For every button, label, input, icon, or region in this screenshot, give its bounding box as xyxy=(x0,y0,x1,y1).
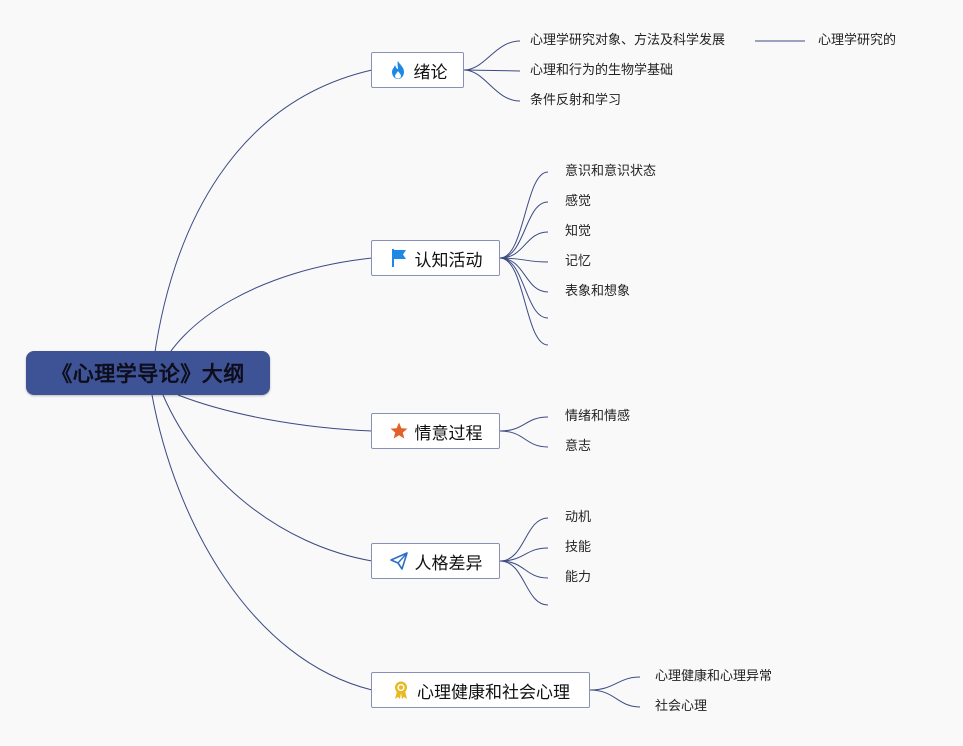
connector-b2-c5 xyxy=(499,257,549,293)
award-ribbon-icon xyxy=(391,680,411,700)
branch-label: 人格差异 xyxy=(414,553,483,574)
connector-b3-c2 xyxy=(499,430,549,448)
connector-b2-c6 xyxy=(499,257,549,319)
branch-topic-personality[interactable]: 人格差异 xyxy=(371,543,500,579)
subtopic-item[interactable]: 条件反射和学习 xyxy=(530,93,622,108)
subtopic-item[interactable]: 能力 xyxy=(565,570,592,585)
subtopic-item[interactable]: 表象和想象 xyxy=(565,284,631,299)
connector-b2-c1 xyxy=(499,171,549,259)
connector-b1-c3 xyxy=(463,69,521,102)
connector-root-to-b3 xyxy=(177,394,373,432)
branch-topic-intro[interactable]: 绪论 xyxy=(371,52,464,88)
connector-b2-c7 xyxy=(499,257,549,346)
subtopic-item[interactable]: 心理学研究的 xyxy=(818,33,897,48)
subtopic-item[interactable]: 记忆 xyxy=(565,254,592,269)
connector-b3-c1 xyxy=(499,416,549,432)
connector-b5-c1 xyxy=(589,676,641,691)
subtopic-item[interactable]: 意识和意识状态 xyxy=(565,164,657,179)
subtopic-item[interactable]: 意志 xyxy=(565,439,592,454)
subtopic-item[interactable]: 情绪和情感 xyxy=(565,409,631,424)
star-icon xyxy=(389,421,409,441)
subtopic-item[interactable]: 社会心理 xyxy=(655,699,708,714)
connector-b4-c3 xyxy=(499,560,549,579)
flag-icon xyxy=(389,248,409,268)
flame-icon xyxy=(388,60,408,80)
subtopic-item[interactable]: 知觉 xyxy=(565,224,592,239)
branch-topic-emotion-will[interactable]: 情意过程 xyxy=(371,413,500,449)
branch-label: 绪论 xyxy=(413,62,448,83)
subtopic-item[interactable]: 感觉 xyxy=(565,194,592,209)
root-topic-label: 《心理学导论》大纲 xyxy=(51,362,245,386)
connector-root-to-b5 xyxy=(151,394,373,691)
paper-plane-icon xyxy=(389,551,409,571)
branch-label: 情意过程 xyxy=(414,423,483,444)
root-topic[interactable]: 《心理学导论》大纲 xyxy=(26,351,270,395)
connector-root-to-b1 xyxy=(151,69,373,375)
subtopic-item[interactable]: 心理健康和心理异常 xyxy=(655,669,773,684)
branch-label: 认知活动 xyxy=(414,250,483,271)
branch-topic-mental-health-social[interactable]: 心理健康和社会心理 xyxy=(371,672,590,708)
connector-b1-c1 xyxy=(463,40,521,71)
subtopic-item[interactable]: 心理学研究对象、方法及科学发展 xyxy=(530,33,726,48)
subtopic-item[interactable]: 技能 xyxy=(565,540,592,555)
subtopic-item[interactable]: 动机 xyxy=(565,510,592,525)
connector-b4-c4 xyxy=(499,560,549,606)
branch-topic-cognition[interactable]: 认知活动 xyxy=(371,240,500,276)
connector-b1-c2 xyxy=(463,69,521,72)
connector-b5-c2 xyxy=(589,689,641,708)
connector-root-to-b4 xyxy=(162,394,373,562)
connector-b2-c2 xyxy=(499,201,549,259)
connector-b2-c3 xyxy=(499,231,549,259)
branch-label: 心理健康和社会心理 xyxy=(417,682,570,703)
connector-b4-c2 xyxy=(499,547,549,562)
connector-b2-c4 xyxy=(499,257,549,263)
subtopic-item[interactable]: 心理和行为的生物学基础 xyxy=(530,63,674,78)
connector-b4-c1 xyxy=(499,517,549,562)
